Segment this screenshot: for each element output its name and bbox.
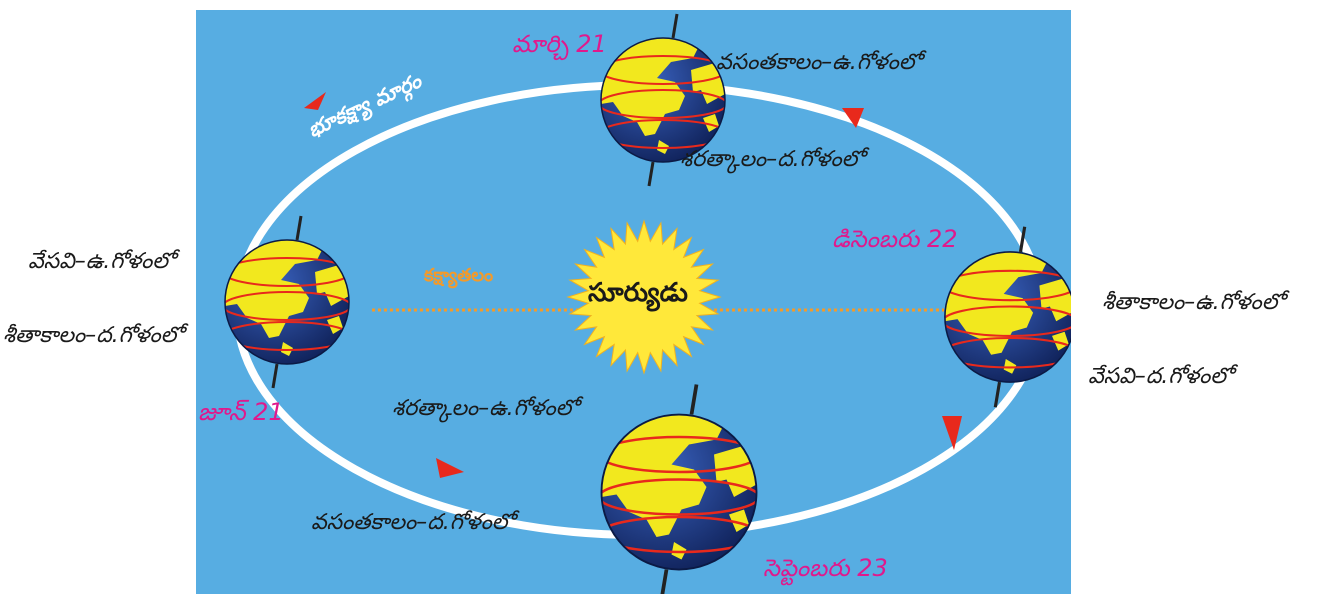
diagram-panel: భూకక్ష్యా మార్గం కక్ష్యాతలం సూర్యుడు మార… <box>196 10 1071 594</box>
orbit-direction-arrow-icon <box>842 108 864 128</box>
season-september-north: శరత్కాలం–ఉ.గోళంలో <box>392 396 579 421</box>
orbit-direction-arrow-icon <box>436 458 464 478</box>
orbital-plane-label: కక్ష్యాతలం <box>424 265 494 286</box>
season-december-north: శీతాకాలం–ఉ.గోళంలో <box>1102 290 1285 315</box>
season-september-south: వసంతకాలం–ద.గోళంలో <box>311 510 515 535</box>
season-december-south: వేసవి–ద.గోళంలో <box>1088 364 1233 389</box>
season-june-south: శీతాకాలం–ద.గోళంలో <box>3 323 184 348</box>
season-june-north: వేసవి–ఉ.గోళంలో <box>28 249 175 274</box>
date-december: డిసెంబరు 22 <box>832 225 958 253</box>
sun-icon <box>566 219 722 375</box>
orbit-direction-arrow-icon <box>304 92 326 110</box>
orbit-direction-arrow-icon <box>942 416 962 450</box>
date-march: మార్చి 21 <box>512 30 607 58</box>
date-june: జూన్ 21 <box>198 398 284 426</box>
season-march-north: వసంతకాలం–ఉ.గోళంలో <box>716 50 922 75</box>
season-march-south: శరత్కాలం–ద.గోళంలో <box>680 147 865 172</box>
date-september: సెప్టెంబరు 23 <box>763 554 888 582</box>
seasons-diagram <box>196 10 1071 594</box>
sun-label: సూర్యుడు <box>588 278 688 308</box>
